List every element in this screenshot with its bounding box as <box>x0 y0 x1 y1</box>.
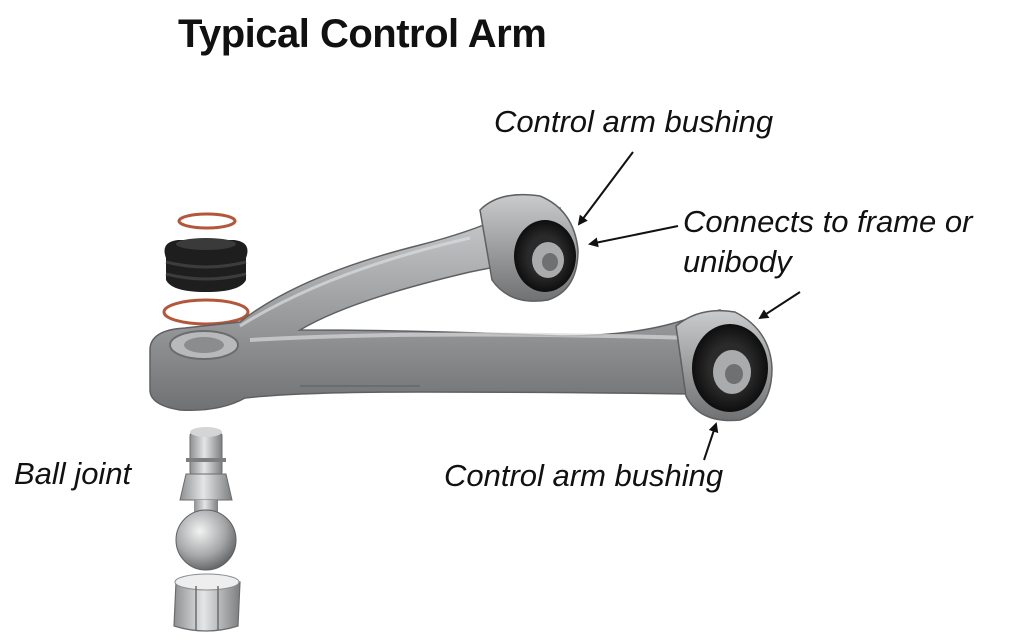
label-frame-line1: Connects to frame or <box>683 204 973 239</box>
arrow-bushing-bottom <box>703 422 719 461</box>
label-control-arm-bushing-top: Control arm bushing <box>494 104 774 139</box>
arrow-bushing-top <box>577 151 634 226</box>
ball-joint-stud <box>175 427 237 571</box>
bushing-bottom <box>675 309 773 422</box>
bushing-top <box>479 193 579 302</box>
page-title: Typical Control Arm <box>178 12 547 56</box>
arrow-frame-bottom <box>758 291 801 320</box>
label-connects-to-frame: Connects to frame or unibody <box>683 202 972 282</box>
o-ring-bottom <box>162 298 250 326</box>
o-ring-top <box>177 212 237 230</box>
ball-joint-cup <box>173 573 241 632</box>
label-frame-line2: unibody <box>683 244 792 279</box>
label-ball-joint: Ball joint <box>14 456 132 491</box>
dust-boot <box>164 238 248 292</box>
arrow-frame-top <box>588 225 679 248</box>
label-control-arm-bushing-bottom: Control arm bushing <box>444 458 724 493</box>
control-arm-body <box>149 207 731 411</box>
